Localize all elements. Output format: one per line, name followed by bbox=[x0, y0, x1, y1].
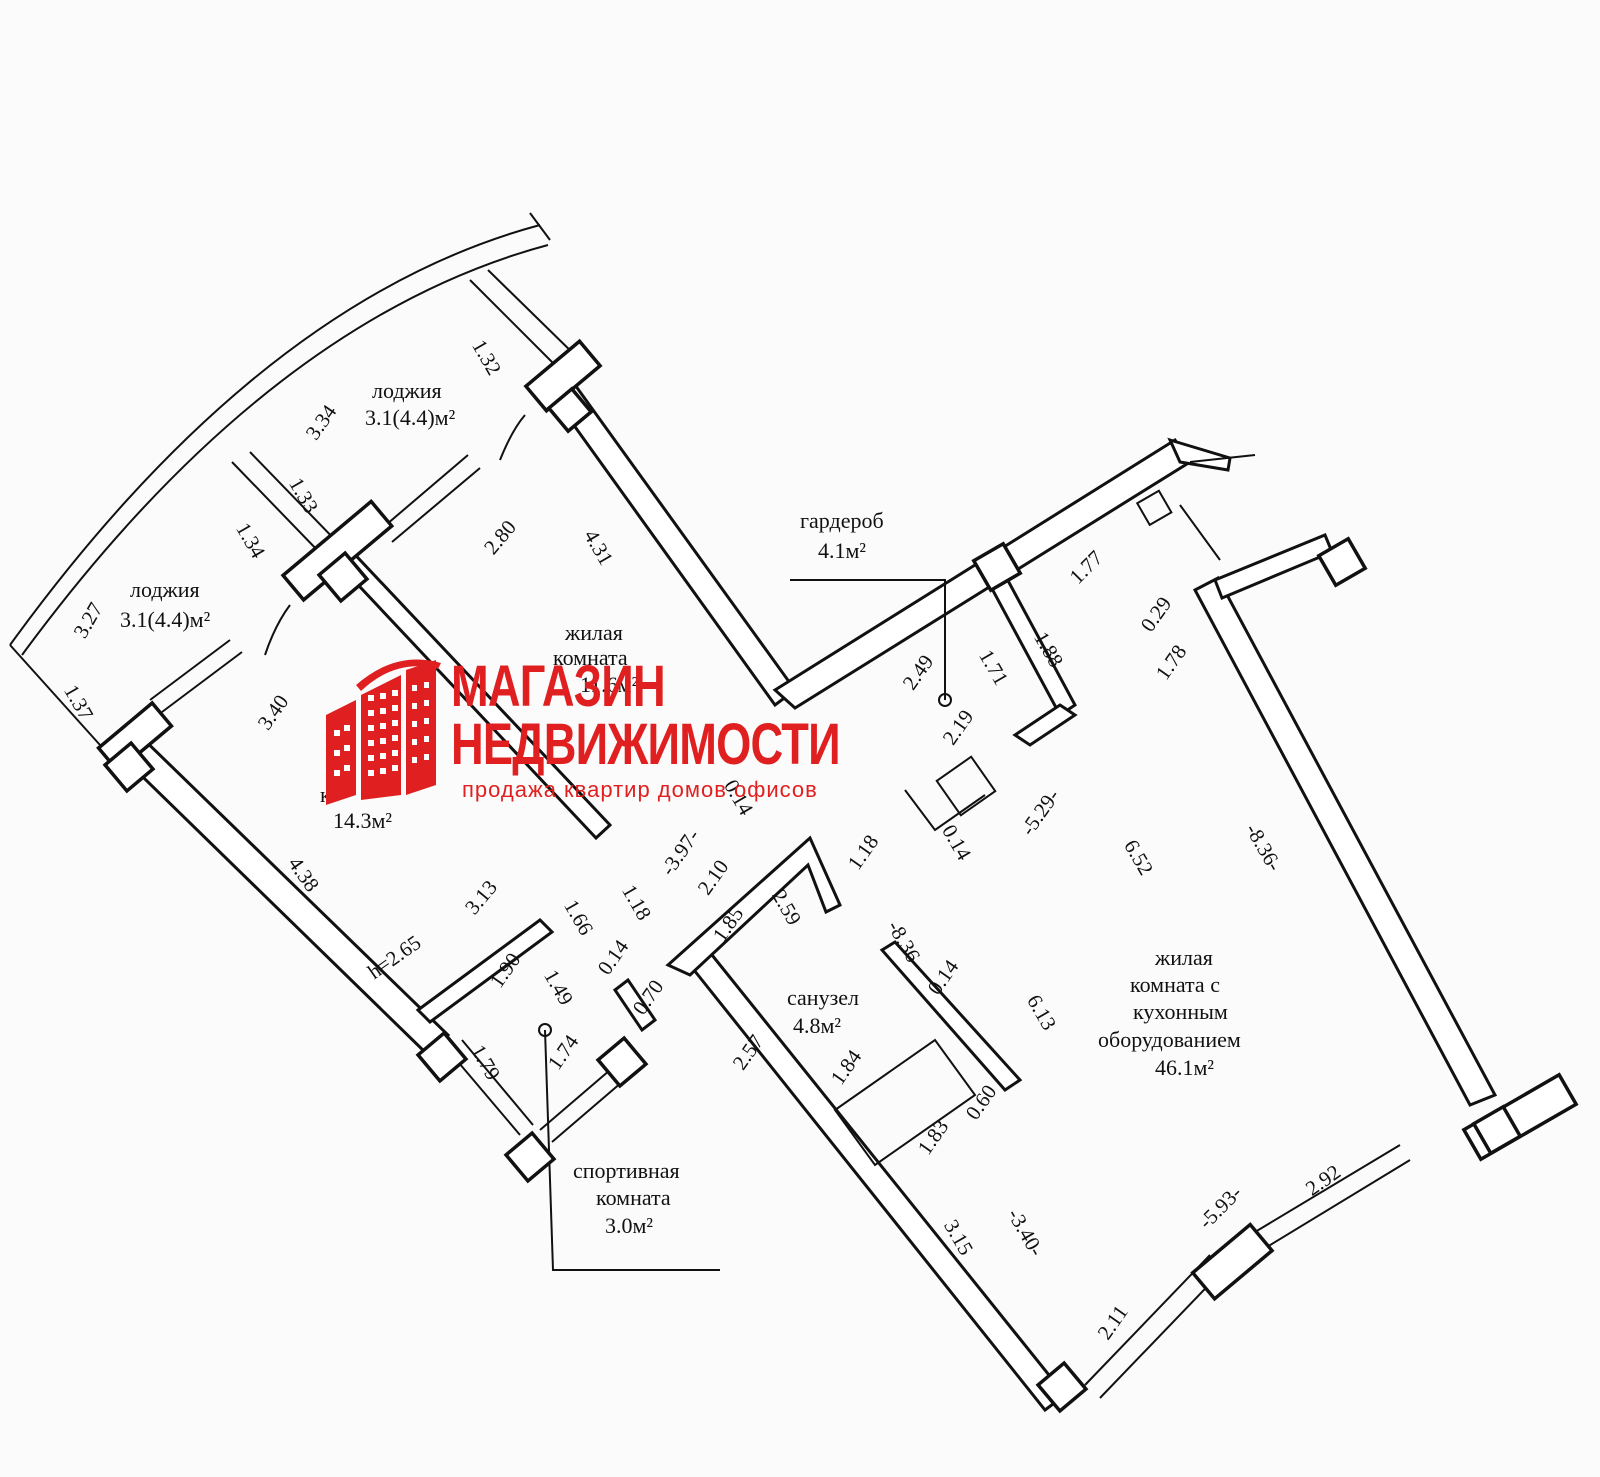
living-room-1-name-2: комната bbox=[553, 645, 628, 670]
wall-kitchen-top-stub bbox=[1213, 533, 1334, 600]
loggia-door-arc-1 bbox=[499, 414, 526, 461]
loggia-window-left bbox=[149, 639, 243, 713]
loggia-top-name: лоджия bbox=[372, 378, 442, 403]
sport-room-name-2: комната bbox=[596, 1185, 671, 1210]
living-room-2-name: к bbox=[320, 782, 331, 807]
sport-room-name-1: спортивная bbox=[573, 1158, 680, 1183]
exterior-line-1 bbox=[1189, 454, 1256, 463]
loggia-outer-rail bbox=[9, 224, 541, 646]
shaft bbox=[935, 755, 997, 817]
structural-columns bbox=[96, 338, 1579, 1414]
wall-wardrobe-bottom bbox=[1012, 703, 1078, 747]
watermark-line2: НЕДВИЖИМОСТИ bbox=[451, 712, 841, 777]
loggia-divider-mid bbox=[231, 461, 323, 556]
wall-bathroom-top bbox=[665, 835, 842, 977]
wall-wardrobe-top bbox=[1167, 437, 1232, 472]
bathroom-area: 4.8м² bbox=[793, 1013, 842, 1038]
loggia-left-area: 3.1(4.4)м² bbox=[120, 607, 211, 632]
watermark-tagline: продажа квартир домов офисов bbox=[462, 777, 818, 802]
watermark-line1: МАГАЗИН bbox=[451, 654, 666, 719]
kitchen-living-name-3: кухонным bbox=[1133, 999, 1228, 1024]
kitchen-living-area: 46.1м² bbox=[1155, 1055, 1215, 1080]
leader-sport-dot bbox=[538, 1023, 552, 1037]
leader-wardrobe bbox=[790, 579, 946, 700]
building-logo-icon bbox=[326, 659, 441, 805]
bathroom-name: санузел bbox=[787, 985, 860, 1010]
leader-wardrobe-dot bbox=[938, 693, 952, 707]
bathtub bbox=[833, 1038, 977, 1167]
loggia-divider-top-2 bbox=[487, 269, 581, 361]
loggia-door-arc-2 bbox=[264, 604, 291, 656]
sport-room-area: 3.0м² bbox=[605, 1213, 654, 1238]
wall-sport-right bbox=[612, 977, 658, 1033]
wall-sport-top bbox=[415, 918, 555, 1024]
kitchen-living-name-2: комната с bbox=[1130, 972, 1220, 997]
loggia-window-top bbox=[379, 454, 481, 543]
wardrobe-name: гардероб bbox=[800, 508, 884, 533]
shaft-wall bbox=[904, 789, 986, 832]
loggia-edge-top bbox=[529, 212, 551, 241]
wall-kitchen-right bbox=[1192, 575, 1498, 1107]
living-room-1-area: 11.6м² bbox=[580, 672, 639, 697]
window-bottom-mid bbox=[539, 1069, 623, 1143]
kitchen-living-name-1: жилая bbox=[1155, 945, 1213, 970]
wall-bathroom-inner bbox=[879, 940, 1023, 1092]
watermark-logo: МАГАЗИН НЕДВИЖИМОСТИ продажа квартир дом… bbox=[326, 655, 896, 820]
living-room-1-name-1: жилая bbox=[565, 620, 623, 645]
loggia-left-name: лоджия bbox=[130, 577, 200, 602]
exterior-line-2 bbox=[1179, 504, 1221, 561]
window-bottom-kitchen bbox=[1084, 1254, 1226, 1399]
loggia-edge bbox=[9, 644, 101, 746]
wardrobe-area: 4.1м² bbox=[818, 538, 867, 563]
window-bottom-kitchen-2 bbox=[1249, 1144, 1411, 1251]
loggia-outer-rail-inner bbox=[21, 244, 549, 656]
living-room-2-area: 14.3м² bbox=[333, 808, 393, 833]
loggia-divider-mid-2 bbox=[249, 451, 341, 546]
loggia-top-area: 3.1(4.4)м² bbox=[365, 405, 456, 430]
loggia-divider-top bbox=[469, 279, 561, 371]
exterior-box bbox=[1135, 489, 1173, 527]
kitchen-living-name-4: оборудованием bbox=[1098, 1027, 1241, 1052]
leader-sport bbox=[544, 1029, 720, 1271]
wall-bathroom-left bbox=[687, 953, 1068, 1413]
